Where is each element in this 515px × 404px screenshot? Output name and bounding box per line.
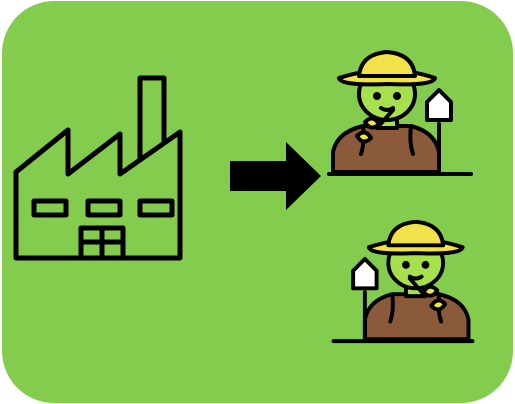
right-arrow-icon <box>228 140 323 212</box>
farmer-icon <box>328 214 478 346</box>
factory-icon <box>8 70 188 265</box>
farmer-icon <box>325 44 475 179</box>
